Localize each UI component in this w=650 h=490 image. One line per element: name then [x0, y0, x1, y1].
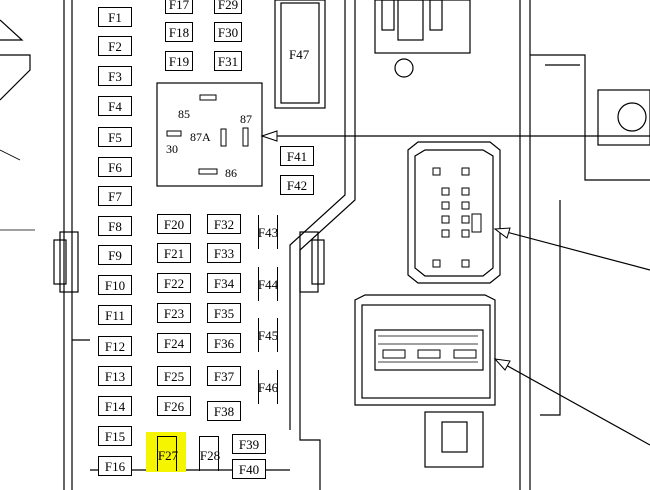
- fuse-f23: F23: [157, 303, 191, 323]
- fuse-f12: F12: [98, 336, 132, 356]
- fuse-f44: F44: [257, 277, 279, 292]
- fuse-f27: F27: [157, 448, 179, 463]
- fuse-f39: F39: [232, 434, 266, 454]
- fuse-f34: F34: [207, 273, 241, 293]
- fuse-f13: F13: [98, 366, 132, 386]
- fuse-f18: F18: [165, 22, 193, 42]
- connector-lower: [354, 294, 496, 406]
- housing-right-wall: [299, 0, 356, 490]
- left-edge-bracket-top: [0, 19, 24, 41]
- fuse-f19: F19: [165, 51, 193, 71]
- fuse-f38: F38: [207, 401, 241, 421]
- small-fuse-slot: [258, 318, 278, 352]
- fuse-f46: F46: [257, 380, 279, 395]
- fuse-f5: F5: [98, 127, 132, 147]
- fuse-f45: F45: [257, 328, 279, 343]
- fuse-f11: F11: [98, 305, 132, 325]
- left-edge-bracket-mid: [0, 54, 31, 101]
- relay-pin-87a: 87A: [190, 130, 211, 144]
- fuse-f40: F40: [232, 459, 266, 479]
- fuse-f43: F43: [257, 225, 279, 240]
- fuse-f20: F20: [157, 214, 191, 234]
- fuse-f16: F16: [98, 456, 132, 476]
- fuse-f15: F15: [98, 426, 132, 446]
- fuse-f42: F42: [280, 175, 314, 195]
- fuse-f26: F26: [157, 396, 191, 416]
- small-fuse-slot: [258, 370, 278, 404]
- fuse-f36: F36: [207, 333, 241, 353]
- fuse-f7: F7: [98, 186, 132, 206]
- fuse-f6: F6: [98, 157, 132, 177]
- fuse-f17: F17: [165, 0, 193, 14]
- fuse-f1: F1: [98, 7, 132, 27]
- relay: [156, 82, 263, 187]
- fuse-slot-f27: [157, 436, 177, 471]
- fuse-f35: F35: [207, 303, 241, 323]
- small-fuse-slot: [258, 267, 278, 301]
- top-connector: [374, 0, 471, 54]
- fuse-f3: F3: [98, 66, 132, 86]
- relay-pin-87: 87: [240, 112, 252, 126]
- fuse-f9: F9: [98, 245, 132, 265]
- fuse-f2: F2: [98, 36, 132, 56]
- fuse-f21: F21: [157, 243, 191, 263]
- fuse-f8: F8: [98, 216, 132, 236]
- fuse-slot-f28: [199, 436, 219, 471]
- fuse-f31: F31: [214, 51, 242, 71]
- relay-pin-85: 85: [178, 107, 190, 121]
- highlight-f27: [146, 432, 186, 472]
- connector-upper: [407, 141, 501, 284]
- fuse-f32: F32: [207, 214, 241, 234]
- fuse-f33: F33: [207, 243, 241, 263]
- small-fuse-slot: [258, 215, 278, 249]
- fuse-f41: F41: [280, 146, 314, 166]
- fuse-f29: F29: [214, 0, 242, 14]
- fuse-f25: F25: [157, 366, 191, 386]
- fuse-f4: F4: [98, 96, 132, 116]
- fuse-f10: F10: [98, 275, 132, 295]
- relay-pin-86: 86: [225, 166, 237, 180]
- relay-pin-30: 30: [166, 142, 178, 156]
- fuse-f28: F28: [199, 448, 221, 463]
- fuse-f22: F22: [157, 273, 191, 293]
- fuse-f47: [280, 2, 320, 104]
- fuse-f30: F30: [214, 22, 242, 42]
- fuse-f14: F14: [98, 396, 132, 416]
- fuse-f24: F24: [157, 333, 191, 353]
- fuse-f37: F37: [207, 366, 241, 386]
- fuse-label-f47: F47: [289, 47, 310, 62]
